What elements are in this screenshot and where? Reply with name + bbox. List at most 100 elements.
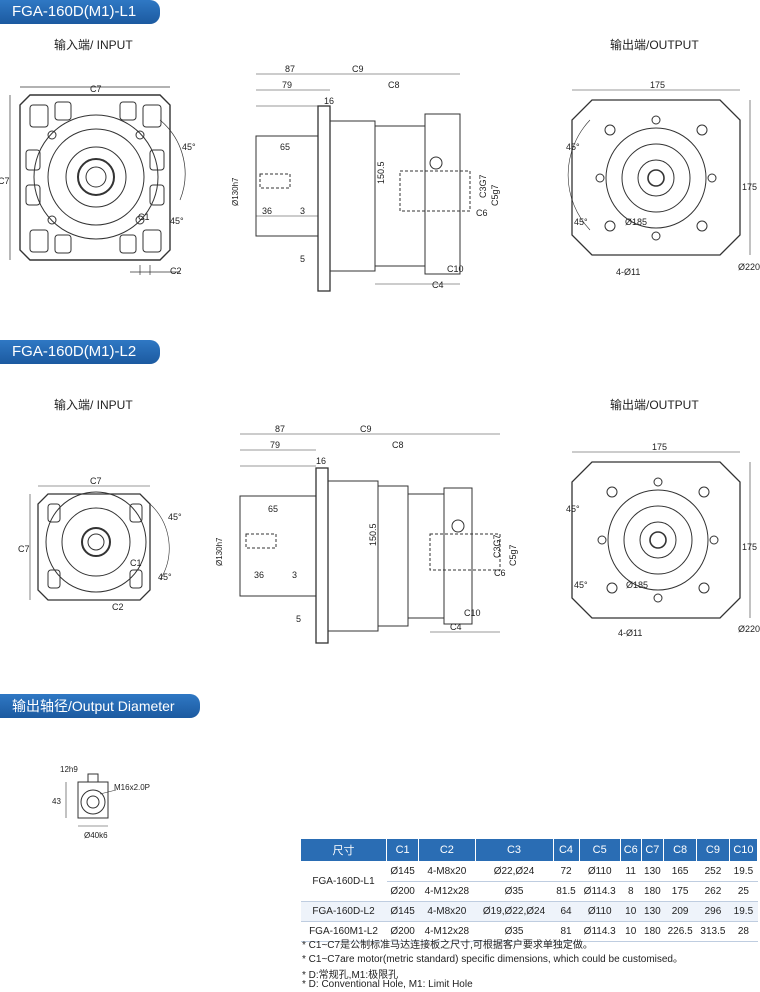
table-cell: 19.5	[729, 901, 758, 922]
c9-dim: C9	[352, 64, 364, 74]
table-cell: FGA-160D-L1	[300, 861, 387, 902]
table-cell: 64	[553, 901, 580, 922]
table-cell: 4-M8x20	[418, 901, 476, 922]
d5-dim: 5	[300, 254, 305, 264]
table-header-cell: C8	[663, 838, 698, 862]
d11-dim-2: 4-Ø11	[618, 628, 642, 638]
section1-side-view-drawing: 87 C9 79 C8 16 65 36 3 5 Ø130h7 150.5 C3…	[231, 64, 500, 292]
section1-output-face-drawing: 175 175 45° 45° Ø185 4-Ø11 Ø220	[566, 80, 760, 277]
d175-top-dim: 175	[650, 80, 665, 90]
table-cell: Ø35	[475, 921, 553, 942]
note-line: * D: Conventional Hole, M1: Limit Hole	[302, 979, 473, 990]
table-cell: Ø22,Ø24	[475, 861, 553, 882]
c5-dim-2: C5g7	[508, 544, 518, 566]
d65-dim-2: 65	[268, 504, 278, 514]
d16-dim-2: 16	[316, 456, 326, 466]
shaft-key-dim: 12h9	[60, 765, 78, 774]
note-line: * C1~C7是公制标准马达连接板之尺寸,可根据客户要求单独定做。	[302, 940, 593, 951]
deg45-out-dim-2-lower: 45°	[574, 580, 588, 590]
c4-dim: C4	[432, 280, 444, 290]
section3-title-banner: 输出轴径/Output Diameter	[0, 694, 200, 718]
table-cell: Ø110	[579, 901, 621, 922]
table-cell: 81	[553, 921, 580, 942]
table-header-cell: C9	[696, 838, 730, 862]
c7-side-dim: C7	[0, 176, 10, 186]
table-cell: 313.5	[696, 921, 730, 942]
c2-dim: C2	[170, 266, 182, 276]
table-cell: Ø110	[579, 861, 621, 882]
c2-dim-2: C2	[112, 602, 124, 612]
d220-dim-2: Ø220	[738, 624, 760, 634]
d185-dim: Ø185	[625, 217, 647, 227]
table-cell: Ø19,Ø22,Ø24	[475, 901, 553, 922]
table-cell: Ø35	[475, 881, 553, 902]
c1-dim: C1	[138, 212, 150, 222]
section2-side-view-drawing: 87 C9 79 C8 16 65 36 3 5 Ø130h7 150.5 C3…	[215, 424, 518, 644]
d150-dim-2: 150.5	[368, 523, 378, 546]
table-cell: 81.5	[553, 881, 580, 902]
table-row: FGA-160D-L1 Ø145 4-M8x20 Ø22,Ø24 72 Ø110…	[300, 861, 758, 902]
table-cell: Ø200	[386, 921, 419, 942]
section1-input-label: 输入端/ INPUT	[54, 38, 133, 52]
table-row: Ø200 4-M12x28 Ø35 81.5 Ø114.3 8 180 175 …	[301, 881, 758, 902]
table-cell: 180	[641, 881, 664, 902]
section1-output-label: 输出端/OUTPUT	[610, 38, 699, 52]
d175-side-dim-2: 175	[742, 542, 757, 552]
section2-output-face-drawing: 175 175 45° 45° Ø185 4-Ø11 Ø220	[566, 442, 760, 638]
shaft-h-dim: 43	[52, 797, 61, 806]
table-cell: 226.5	[663, 921, 697, 942]
section2-title-banner: FGA-160D(M1)-L2	[0, 340, 160, 364]
table-cell: 209	[663, 901, 697, 922]
section1-title-banner: FGA-160D(M1)-L1	[0, 0, 160, 24]
table-cell: Ø145	[386, 901, 419, 922]
d175-side-dim: 175	[742, 182, 757, 192]
c3-dim-2: C3G7	[492, 534, 502, 558]
table-header-cell: C3	[474, 838, 554, 862]
d150-dim: 150.5	[376, 161, 386, 184]
table-cell: 252	[696, 861, 730, 882]
section1-input-face-drawing: C7 C7 45° 45° C1 C2	[0, 84, 196, 276]
c4-dim-2: C4	[450, 622, 462, 632]
c7-top-dim: C7	[90, 84, 102, 94]
table-cell: 11	[620, 861, 642, 882]
d5-dim-2: 5	[296, 614, 301, 624]
section2-input-face-drawing: C7 C7 45° 45° C1 C2	[18, 476, 182, 612]
c7-side-dim-2: C7	[18, 544, 30, 554]
shaft-thread-dim: M16x2.0P	[114, 783, 150, 792]
table-cell: 262	[696, 881, 730, 902]
table-header-row: 尺寸 C1 C2 C3 C4 C5 C6 C7 C8 C9 C10	[299, 838, 759, 862]
c8-dim-2: C8	[392, 440, 404, 450]
deg45-out-dim-2: 45°	[566, 504, 580, 514]
d36-dim-2: 36	[254, 570, 264, 580]
table-cell: Ø200	[386, 881, 419, 902]
table-cell: 175	[663, 881, 697, 902]
c10-dim-2: C10	[464, 608, 481, 618]
d36-dim: 36	[262, 206, 272, 216]
table-cell: 4-M12x28	[418, 921, 476, 942]
section2-output-label: 输出端/OUTPUT	[610, 398, 699, 412]
table-header-cell: C7	[640, 838, 665, 862]
table-cell: 4-M12x28	[418, 881, 476, 902]
deg45-dim-2-lower: 45°	[158, 572, 172, 582]
d65-dim: 65	[280, 142, 290, 152]
output-shaft-drawing: 12h9 43 M16x2.0P Ø40k6	[52, 765, 150, 840]
table-cell: 4-M8x20	[418, 861, 476, 882]
c10-dim: C10	[447, 264, 464, 274]
table-cell: 19.5	[729, 861, 758, 882]
c7-top-dim-2: C7	[90, 476, 102, 486]
section2-input-label: 输入端/ INPUT	[54, 398, 133, 412]
d87-dim: 87	[285, 64, 295, 74]
shaft-d-dim: Ø40k6	[84, 831, 108, 840]
table-cell: 72	[553, 861, 580, 882]
table-header-cell: C6	[619, 838, 642, 862]
table-cell: 130	[641, 901, 664, 922]
spec-table: 尺寸 C1 C2 C3 C4 C5 C6 C7 C8 C9 C10 FGA-16…	[299, 838, 759, 942]
c8-dim: C8	[388, 80, 400, 90]
table-cell: Ø114.3	[579, 881, 621, 902]
d79-dim-2: 79	[270, 440, 280, 450]
c1-dim-2: C1	[130, 558, 142, 568]
d220-dim: Ø220	[738, 262, 760, 272]
d175-top-dim-2: 175	[652, 442, 667, 452]
d130-dim-2: Ø130h7	[215, 537, 224, 566]
table-cell: 28	[729, 921, 758, 942]
